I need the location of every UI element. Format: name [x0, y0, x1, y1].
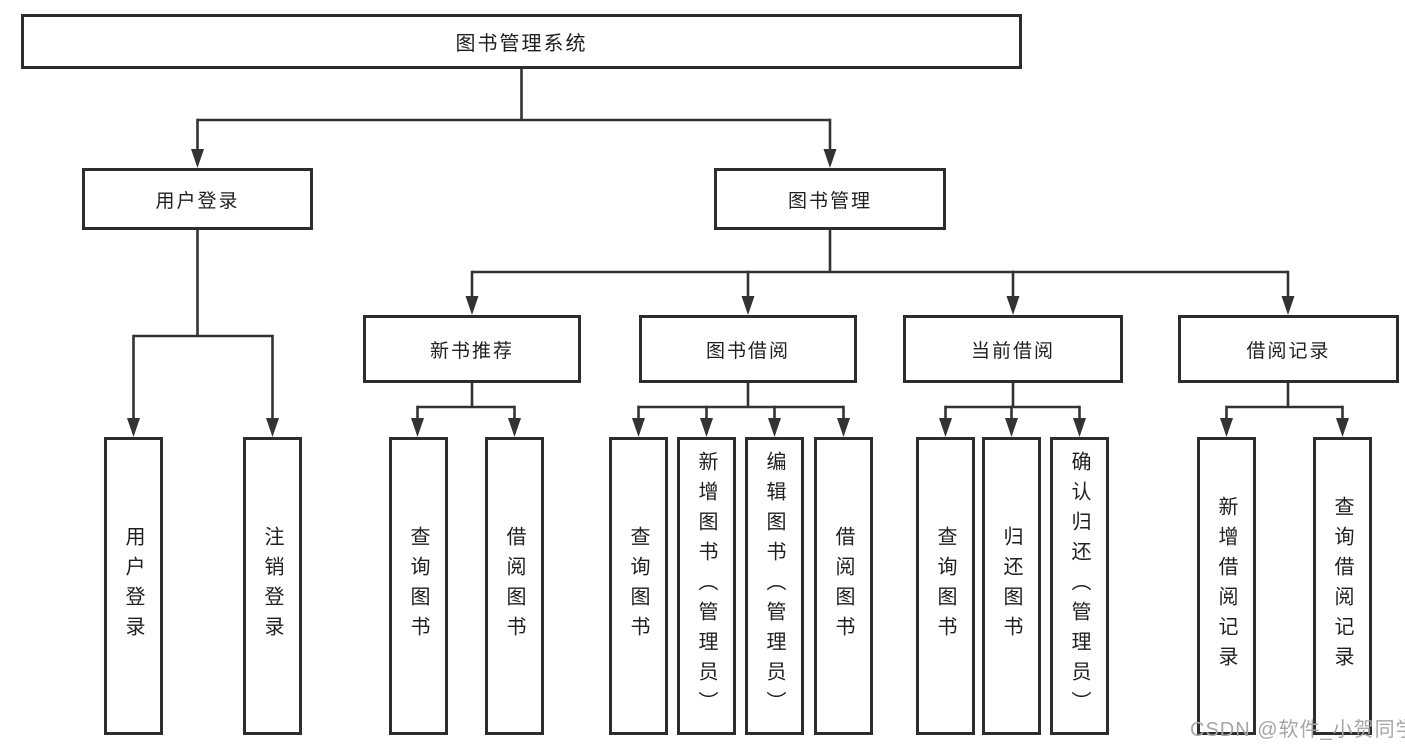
leaf-current-return-books-label: 归还图书	[1000, 526, 1022, 646]
node-new-book-recommend-label: 新书推荐	[429, 340, 514, 362]
leaf-borrow-borrow-books: 借阅图书	[814, 437, 873, 735]
leaf-borrow-edit-books-admin: 编辑图书（管理员）	[745, 437, 804, 735]
node-current-borrow: 当前借阅	[903, 315, 1123, 383]
leaf-current-query-books-label: 查询图书	[934, 526, 956, 646]
leaf-records-query-record: 查询借阅记录	[1313, 437, 1372, 735]
leaf-borrow-query-books: 查询图书	[609, 437, 668, 735]
leaf-newbook-borrow-books-label: 借阅图书	[503, 526, 525, 646]
leaf-current-query-books: 查询图书	[916, 437, 975, 735]
node-book-borrow: 图书借阅	[639, 315, 857, 383]
leaf-records-query-record-label: 查询借阅记录	[1331, 496, 1353, 676]
leaf-borrow-add-books-admin: 新增图书（管理员）	[677, 437, 736, 735]
node-new-book-recommend: 新书推荐	[363, 315, 581, 383]
leaf-current-confirm-return-admin: 确认归还（管理员）	[1050, 437, 1109, 735]
leaf-borrow-query-books-label: 查询图书	[627, 526, 649, 646]
leaf-newbook-borrow-books: 借阅图书	[485, 437, 544, 735]
node-book-management-label: 图书管理	[787, 190, 872, 212]
leaf-user-login-label: 用户登录	[122, 526, 144, 646]
leaf-borrow-edit-books-admin-label: 编辑图书（管理员）	[763, 451, 785, 721]
node-root-label: 图书管理系统	[455, 33, 588, 55]
leaf-current-confirm-return-admin-label: 确认归还（管理员）	[1068, 451, 1090, 721]
node-borrow-records: 借阅记录	[1178, 315, 1399, 383]
leaf-current-return-books: 归还图书	[982, 437, 1041, 735]
leaf-logout-label: 注销登录	[261, 526, 283, 646]
node-user-login: 用户登录	[82, 168, 313, 230]
node-root: 图书管理系统	[21, 14, 1022, 69]
node-book-management: 图书管理	[714, 168, 946, 230]
node-user-login-label: 用户登录	[155, 190, 240, 212]
leaf-logout: 注销登录	[243, 437, 302, 735]
node-book-borrow-label: 图书借阅	[705, 340, 790, 362]
leaf-borrow-add-books-admin-label: 新增图书（管理员）	[695, 451, 717, 721]
leaf-borrow-borrow-books-label: 借阅图书	[832, 526, 854, 646]
csdn-watermark: CSDN @软件_小贺同学	[1190, 719, 1405, 741]
node-borrow-records-label: 借阅记录	[1246, 340, 1331, 362]
leaf-records-add-record-label: 新增借阅记录	[1215, 496, 1237, 676]
leaf-user-login: 用户登录	[104, 437, 163, 735]
leaf-newbook-query-books: 查询图书	[389, 437, 448, 735]
leaf-records-add-record: 新增借阅记录	[1197, 437, 1256, 735]
leaf-newbook-query-books-label: 查询图书	[407, 526, 429, 646]
node-current-borrow-label: 当前借阅	[970, 340, 1055, 362]
